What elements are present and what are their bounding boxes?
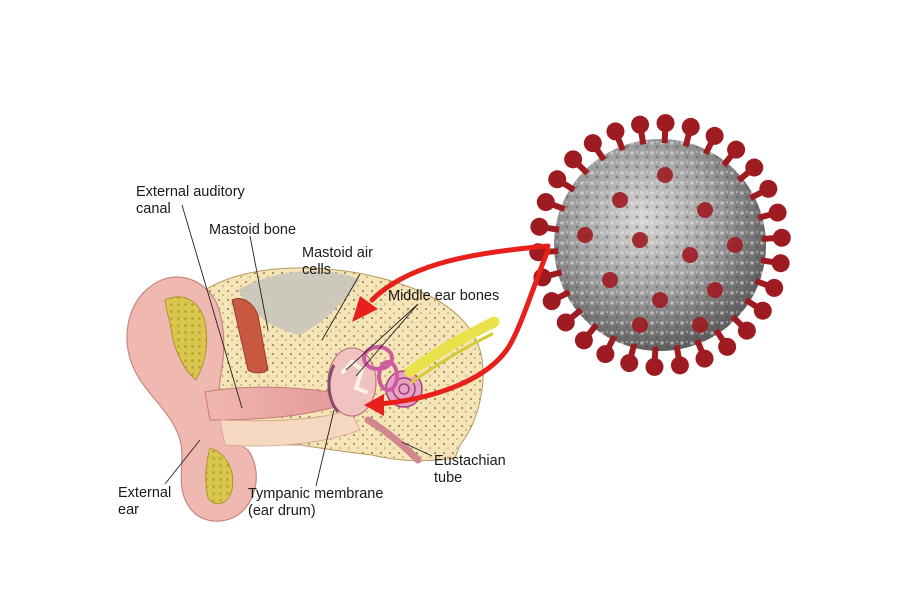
label-external-ear-line1: External — [118, 485, 171, 501]
cranial-shadow — [238, 271, 360, 335]
spike-head — [536, 193, 555, 212]
eustachian-tube-shape — [364, 416, 422, 464]
spike-head — [548, 170, 567, 189]
spike-head — [681, 117, 700, 136]
label-eustachian-tube-line1: Eustachian — [434, 453, 506, 469]
surface-spike — [652, 292, 668, 308]
spike-head — [737, 321, 756, 340]
spike-head — [772, 228, 791, 247]
spike-head — [765, 278, 784, 297]
spike-head — [670, 356, 689, 375]
surface-spike — [697, 202, 713, 218]
ear-cartilage-bottom — [205, 447, 234, 505]
arrow-path-lower — [377, 247, 551, 407]
surface-spike — [707, 282, 723, 298]
skin-fold — [219, 409, 361, 447]
surface-spike — [602, 272, 618, 288]
label-tympanic-membrane-line1: Tympanic membrane — [248, 486, 383, 502]
surface-spike — [632, 317, 648, 333]
red-arrow — [352, 243, 551, 416]
spike-head — [574, 331, 593, 350]
label-tympanic-membrane-line2: (ear drum) — [248, 503, 316, 519]
spike-head — [620, 354, 639, 373]
arrow-head-lower — [364, 394, 384, 416]
spike-head — [606, 122, 625, 141]
ear-cartilage-top — [164, 296, 208, 381]
surface-spike — [612, 192, 628, 208]
spike-head — [727, 140, 746, 159]
labels: External auditory canal Mastoid bone Mas… — [118, 184, 506, 519]
label-external-auditory-canal-line2: canal — [136, 201, 171, 217]
surface-spike — [632, 232, 648, 248]
spike-head — [645, 357, 664, 376]
spike-head — [705, 126, 724, 145]
surface-spike — [682, 247, 698, 263]
label-external-ear-line2: ear — [118, 502, 139, 518]
semicircular-canals — [362, 345, 399, 392]
label-mastoid-air-cells-line2: cells — [302, 262, 331, 278]
spike-head — [656, 114, 675, 133]
spike-head — [564, 150, 583, 169]
spike-head — [542, 292, 561, 311]
ossicles — [341, 359, 368, 394]
spike-head — [596, 345, 615, 364]
arrow-head-upper — [352, 296, 378, 322]
spike-head — [631, 115, 650, 134]
label-middle-ear-bones: Middle ear bones — [388, 288, 499, 304]
label-external-auditory-canal-line1: External auditory — [136, 184, 246, 200]
surface-spike — [692, 317, 708, 333]
label-mastoid-bone: Mastoid bone — [209, 222, 296, 238]
spike-head — [745, 158, 764, 177]
spike-head — [583, 134, 602, 153]
leader-lines — [164, 204, 433, 487]
surface-spike — [727, 237, 743, 253]
coronavirus-particle — [529, 114, 791, 376]
spike-head — [718, 337, 737, 356]
tympanic-membrane-shape — [327, 364, 340, 413]
auditory-nerve — [404, 316, 500, 378]
spike-head — [530, 217, 549, 236]
arrow-path-upper — [369, 243, 551, 303]
spike-head — [759, 179, 778, 198]
spike-head — [556, 313, 575, 332]
surface-spike — [577, 227, 593, 243]
label-mastoid-air-cells-line1: Mastoid air — [302, 245, 373, 261]
spike-head — [768, 203, 787, 222]
surface-spike — [657, 167, 673, 183]
spike-head — [695, 349, 714, 368]
spike-head — [771, 254, 790, 273]
mastoid-muscle — [231, 298, 269, 374]
ear-anatomy-illustration — [126, 267, 500, 522]
spike-head — [753, 301, 772, 320]
label-eustachian-tube-line2: tube — [434, 470, 462, 486]
